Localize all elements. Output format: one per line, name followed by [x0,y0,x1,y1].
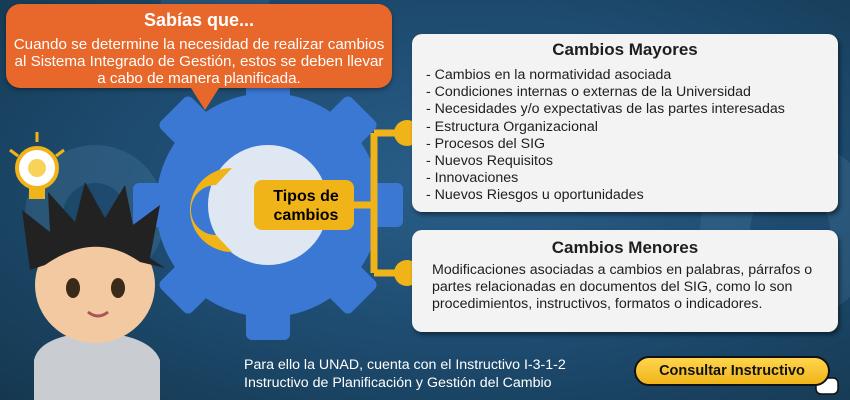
list-item: - Nuevos Requisitos [426,153,553,170]
change-types-label: Tipos de cambios [273,188,339,224]
major-changes-title: Cambios Mayores [552,40,698,59]
callout-title: Sabías que... [143,10,255,30]
list-item: - Estructura Organizacional [426,118,598,135]
minor-changes-title: Cambios Menores [551,238,699,257]
minor-changes-text: Modificaciones asociadas a cambios en pa… [432,262,813,313]
bracket-connector [352,129,404,277]
list-item: - Innovaciones [426,170,519,187]
callout-bubble: Sabías que... Cuando se determine la nec… [6,4,392,110]
list-item: - Procesos del SIG [426,135,546,152]
major-changes-list: - Cambios en la normatividad asociada - … [426,67,785,205]
list-item: - Condiciones internas o externas de la … [426,84,751,101]
list-item: - Necesidades y/o expectativas de las pa… [426,101,785,118]
wrench-icon [190,168,354,252]
consult-instructivo-button[interactable]: Consultar Instructivo [634,356,830,386]
list-item: - Nuevos Riesgos u oportunidades [426,187,644,204]
callout-tail [191,88,219,110]
list-item: - Cambios en la normatividad asociada [426,67,672,83]
lightbulb-icon [9,132,65,199]
major-changes-card: Cambios Mayores - Cambios en la normativ… [412,34,838,212]
footer-text: Para ello la UNAD, cuenta con el Instruc… [244,356,566,392]
callout-text: Cuando se determine la necesidad de real… [13,36,385,87]
character-illustration [22,182,165,400]
minor-changes-card: Cambios Menores Modificaciones asociadas… [412,230,838,332]
footer-line-1: Para ello la UNAD, cuenta con el Instruc… [244,357,566,373]
footer-line-2: Instructivo de Planificación y Gestión d… [244,375,552,391]
